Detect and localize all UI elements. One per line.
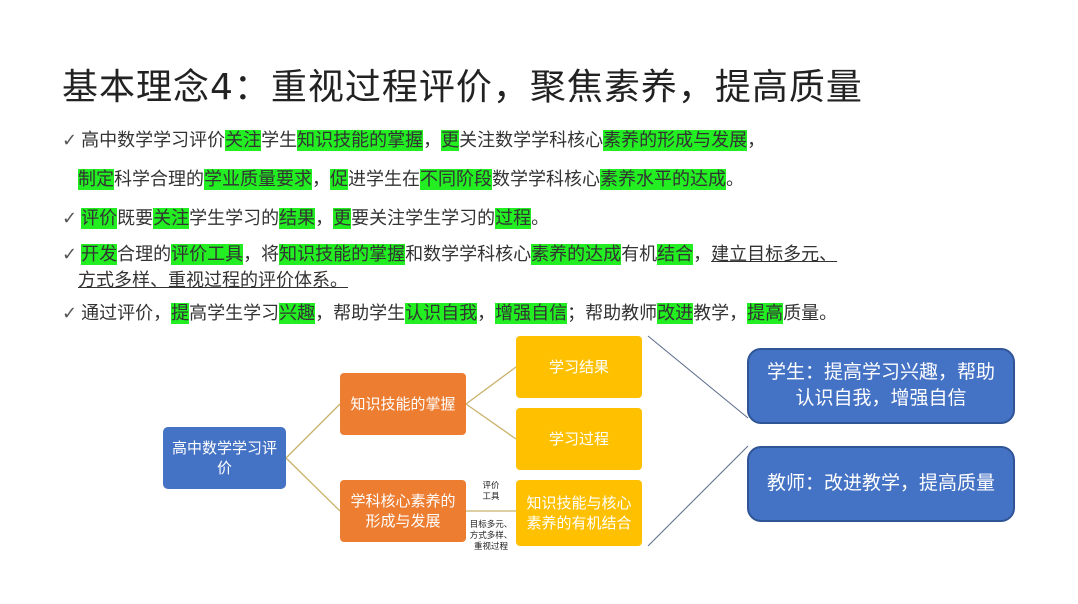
highlighted-text: 知识技能的掌握: [297, 130, 424, 151]
bullet-segment: 通过评价，: [81, 303, 172, 324]
bullet-segment: 进学生在: [348, 169, 420, 190]
highlighted-text: 开发: [81, 244, 118, 265]
bullet-segment: 方式多样、重视过程的评价体系。: [78, 270, 348, 291]
result-node: 学习结果: [516, 336, 642, 398]
tool-label: 评价 工具: [482, 481, 500, 502]
bullet-2: ✓评价既要关注学生学习的结果，更要关注学生学习的过程。: [62, 206, 549, 232]
bullet-segment: 学生学习的: [189, 208, 280, 229]
highlighted-text: 制定: [78, 169, 114, 190]
check-icon: ✓: [62, 244, 78, 265]
bullet-segment: 有机: [621, 244, 658, 265]
highlighted-text: 知识技能的掌握: [279, 244, 406, 265]
bullet-segment: ，: [747, 130, 766, 151]
bullet-segment: 科学合理的: [114, 169, 204, 190]
highlighted-text: 学业质量要求: [204, 169, 312, 190]
root-node: 高中数学学习评价: [163, 427, 286, 489]
highlighted-text: 兴趣: [279, 303, 316, 324]
bullet-segment: 高学生学习: [189, 303, 280, 324]
bullet-text: 开发合理的评价工具，将知识技能的掌握和数学学科核心素养的达成有机结合，建立目标多…: [81, 244, 837, 265]
bullet-text: 制定科学合理的学业质量要求，促进学生在不同阶段数学学科核心素养水平的达成。: [78, 169, 744, 190]
highlighted-text: 评价工具: [171, 244, 244, 265]
bullet-segment: 关注数学学科核心: [459, 130, 604, 151]
highlighted-text: 关注: [153, 208, 190, 229]
bullet-segment: ，: [693, 244, 712, 265]
student-box: 学生：提高学习兴趣，帮助认识自我，增强自信: [747, 348, 1015, 424]
bullet-segment: ，: [315, 208, 334, 229]
highlighted-text: 过程: [495, 208, 532, 229]
bullet-segment: 。: [531, 208, 550, 229]
bullet-4: ✓通过评价，提高学生学习兴趣，帮助学生认识自我，增强自信；帮助教师改进教学，提高…: [62, 301, 837, 327]
bullet-segment: 质量。: [783, 303, 838, 324]
bullet-text: 通过评价，提高学生学习兴趣，帮助学生认识自我，增强自信；帮助教师改进教学，提高质…: [81, 303, 837, 324]
bullet-text: 高中数学学习评价关注学生知识技能的掌握，更关注数学学科核心素养的形成与发展，: [81, 130, 765, 151]
bullet-3: ✓开发合理的评价工具，将知识技能的掌握和数学学科核心素养的达成有机结合，建立目标…: [62, 242, 837, 268]
bullet-1: ✓高中数学学习评价关注学生知识技能的掌握，更关注数学学科核心素养的形成与发展，: [62, 128, 765, 154]
bullet-text: 评价既要关注学生学习的结果，更要关注学生学习的过程。: [81, 208, 549, 229]
highlighted-text: 认识自我: [405, 303, 478, 324]
highlighted-text: 素养的形成与发展: [603, 130, 748, 151]
system-label: 目标多元、 方式多样、 重视过程: [469, 520, 513, 552]
highlighted-text: 评价: [81, 208, 118, 229]
highlighted-text: 促: [330, 169, 348, 190]
bullet-segment: ，: [477, 303, 496, 324]
bullet-segment: 既要: [117, 208, 154, 229]
knowledge-node: 知识技能的掌握: [340, 373, 466, 435]
highlighted-text: 素养的达成: [531, 244, 622, 265]
slide-title: 基本理念4：重视过程评价，聚焦素养，提高质量: [62, 67, 863, 108]
highlighted-text: 不同阶段: [420, 169, 492, 190]
highlighted-text: 结合: [657, 244, 694, 265]
highlighted-text: 素养水平的达成: [600, 169, 726, 190]
bullet-segment: 数学学科核心: [492, 169, 600, 190]
bullet-segment: ；帮助教师: [567, 303, 658, 324]
bullet-segment: 要关注学生学习的: [351, 208, 496, 229]
process-node: 学习过程: [516, 408, 642, 470]
bullet-segment: ，: [312, 169, 330, 190]
bullet-segment: 和数学学科核心: [405, 244, 532, 265]
combine-node: 知识技能与核心素养的有机结合: [516, 480, 642, 546]
check-icon: ✓: [62, 208, 78, 229]
bullet-segment: ，: [423, 130, 442, 151]
highlighted-text: 提高: [747, 303, 784, 324]
bullet-text: 方式多样、重视过程的评价体系。: [78, 270, 348, 291]
highlighted-text: 更: [441, 130, 460, 151]
bullet-3-continued: 方式多样、重视过程的评价体系。: [78, 268, 348, 294]
highlighted-text: 更: [333, 208, 352, 229]
bullet-segment: 建立目标多元、: [711, 244, 838, 265]
highlighted-text: 结果: [279, 208, 316, 229]
bullet-segment: 教学，: [693, 303, 748, 324]
highlighted-text: 改进: [657, 303, 694, 324]
literacy-node: 学科核心素养的形成与发展: [340, 480, 466, 542]
bullet-segment: 高中数学学习评价: [81, 130, 226, 151]
bullet-segment: ，将: [243, 244, 280, 265]
highlighted-text: 增强自信: [495, 303, 568, 324]
highlighted-text: 关注: [225, 130, 262, 151]
highlighted-text: 提: [171, 303, 190, 324]
bullet-segment: 学生: [261, 130, 298, 151]
bullet-segment: 。: [726, 169, 744, 190]
bullet-1-continued: 制定科学合理的学业质量要求，促进学生在不同阶段数学学科核心素养水平的达成。: [78, 167, 744, 193]
bullet-segment: 合理的: [117, 244, 172, 265]
check-icon: ✓: [62, 130, 78, 151]
bullet-segment: ，帮助学生: [315, 303, 406, 324]
teacher-box: 教师：改进教学，提高质量: [747, 446, 1015, 522]
check-icon: ✓: [62, 303, 78, 324]
